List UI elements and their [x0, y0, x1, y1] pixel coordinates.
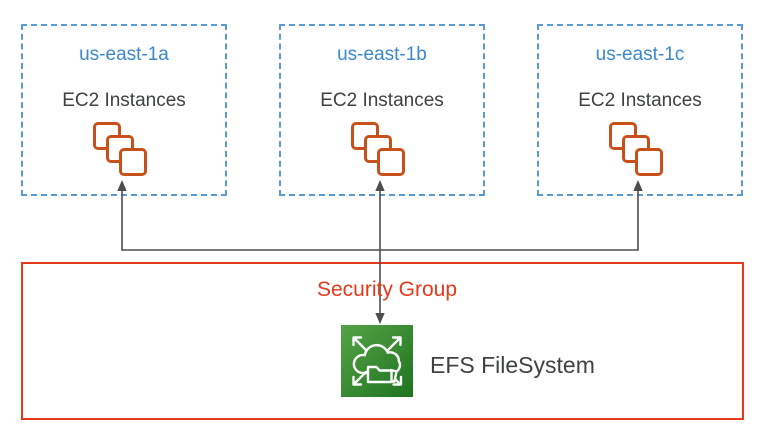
az-title: us-east-1a [79, 44, 169, 65]
ec2-square-front [119, 148, 147, 176]
security-group-box [21, 262, 744, 420]
efs-icon-background [341, 325, 413, 397]
ec2-square-front [377, 148, 405, 176]
efs-folder [366, 365, 393, 384]
az-title: us-east-1c [595, 44, 685, 65]
az-box-us-east-1a: us-east-1a EC2 Instances [21, 24, 227, 196]
az-box-us-east-1b: us-east-1b EC2 Instances [279, 24, 485, 196]
ec2-instances-label: EC2 Instances [320, 90, 444, 111]
ec2-instances-label: EC2 Instances [578, 90, 702, 111]
branch-wire [121, 189, 639, 251]
security-group-label: Security Group [316, 278, 458, 301]
ec2-square-front [635, 148, 663, 176]
efs-filesystem-label: EFS FileSystem [430, 352, 595, 378]
efs-cloud [352, 343, 402, 375]
az-box-us-east-1c: us-east-1c EC2 Instances [537, 24, 743, 196]
ec2-instances-icon [609, 122, 665, 178]
ec2-instances-label: EC2 Instances [62, 90, 186, 111]
ec2-instances-icon [351, 122, 407, 178]
ec2-instances-icon [93, 122, 149, 178]
az-title: us-east-1b [337, 44, 427, 65]
efs-filesystem-icon [341, 325, 413, 397]
